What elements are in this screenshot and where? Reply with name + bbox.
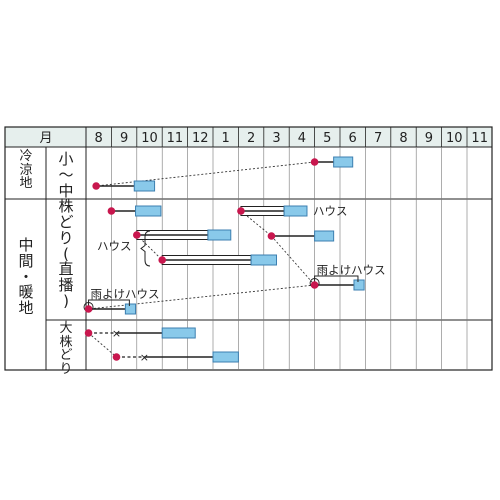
label-glyph: (: [63, 244, 69, 263]
succession-link: [240, 210, 272, 237]
schedule-row: [310, 156, 354, 168]
label-glyph: 株: [58, 197, 74, 216]
house-brace-label: ハウス: [97, 239, 132, 253]
schedule-row: [133, 229, 232, 241]
sowing-dot: [267, 232, 276, 240]
chart-frame: [4, 126, 493, 371]
harvest-period-bar: [353, 279, 365, 291]
sowing-dot: [310, 158, 319, 166]
month-tick-label: 1: [222, 131, 230, 146]
harvest-period-bar: [333, 156, 354, 168]
row-annotation-label: ハウス: [313, 204, 348, 218]
schedule-row: [267, 230, 335, 242]
label-glyph: 小: [58, 150, 74, 168]
month-tick-label: 10: [446, 131, 463, 146]
month-tick-label: 8: [399, 131, 407, 146]
label-glyph: 播: [58, 276, 74, 294]
label-glyph: 間: [18, 251, 34, 270]
sowing-dot: [310, 281, 319, 289]
month-tick-label: 6: [349, 131, 357, 146]
region-label-cool: 冷涼地: [6, 150, 46, 197]
harvest-period-bar: [250, 254, 278, 266]
month-header-label: 月: [39, 131, 52, 146]
harvest-period-bar: [283, 205, 308, 217]
sowing-dot: [84, 329, 93, 337]
schedule-row: [237, 205, 308, 217]
month-tick-label: 11: [167, 131, 184, 146]
schedule-row: [92, 180, 156, 192]
month-tick-label: 5: [323, 131, 331, 146]
harvest-period-bar: [161, 327, 196, 339]
month-tick-label: 7: [374, 131, 382, 146]
label-glyph: 地: [18, 299, 34, 317]
month-tick-label: 9: [425, 131, 433, 146]
sowing-dot: [237, 207, 245, 215]
sowing-dot: [84, 305, 93, 313]
month-tick-label: 11: [471, 131, 488, 146]
schedule-row: ×: [112, 351, 239, 364]
sowing-dot: [112, 353, 121, 361]
succession-link: [271, 235, 315, 286]
header-background: [5, 127, 492, 147]
label-glyph: ど: [58, 213, 74, 231]
month-tick-label: 3: [272, 131, 280, 146]
method-label-large-plant: 大株どり: [47, 321, 85, 376]
month-tick-label: 4: [298, 131, 306, 146]
harvest-period-bar: [314, 230, 335, 242]
harvest-period-bar: [135, 205, 162, 217]
label-glyph: ): [63, 291, 69, 310]
month-tick-label: 12: [192, 131, 209, 146]
harvest-period-bar: [207, 229, 232, 241]
transplant-mark: ×: [112, 327, 121, 340]
house-bracket: ハウス: [97, 230, 151, 267]
row-annotation-label: 雨よけハウス: [91, 287, 160, 301]
label-glyph: 直: [58, 260, 74, 279]
label-glyph: り: [58, 228, 74, 247]
region-label-warm: 中間・暖地: [6, 236, 46, 338]
harvest-period-bar: [133, 180, 156, 192]
sowing-dot: [133, 231, 141, 239]
sowing-dot: [107, 207, 116, 215]
sowing-dot: [92, 182, 100, 190]
label-glyph: ・: [18, 267, 34, 286]
schedule-row: [107, 205, 162, 217]
label-glyph: 地: [19, 176, 33, 192]
schedule-rows: ××: [83, 156, 365, 364]
label-glyph: 〜: [58, 165, 74, 184]
harvest-period-bar: [212, 351, 239, 363]
harvest-period-bar: [124, 303, 137, 315]
schedule-row: [83, 299, 137, 315]
method-label-direct-sowing: 小〜中株どり(直播): [47, 150, 85, 317]
month-tick-label: 2: [247, 131, 255, 146]
month-tick-label: 8: [95, 131, 103, 146]
month-tick-label: 9: [120, 131, 128, 146]
schedule-row: [158, 254, 278, 266]
sowing-dot: [158, 256, 166, 264]
label-glyph: 涼: [19, 162, 33, 178]
label-glyph: 大: [59, 321, 73, 336]
label-glyph: 株: [59, 334, 73, 350]
label-glyph: 中: [58, 181, 74, 200]
month-tick-label: 10: [141, 131, 158, 146]
label-glyph: 冷: [19, 149, 33, 164]
schedule-row: [309, 275, 365, 291]
row-annotation-label: 雨よけハウス: [317, 263, 386, 277]
schedule-row: ×: [84, 327, 196, 340]
label-glyph: り: [59, 361, 73, 377]
label-glyph: 中: [18, 236, 34, 254]
transplant-mark: ×: [140, 351, 149, 364]
label-glyph: ど: [59, 348, 73, 364]
house-brace: [140, 230, 151, 267]
label-glyph: 暖: [18, 283, 34, 302]
succession-link: [96, 161, 315, 187]
